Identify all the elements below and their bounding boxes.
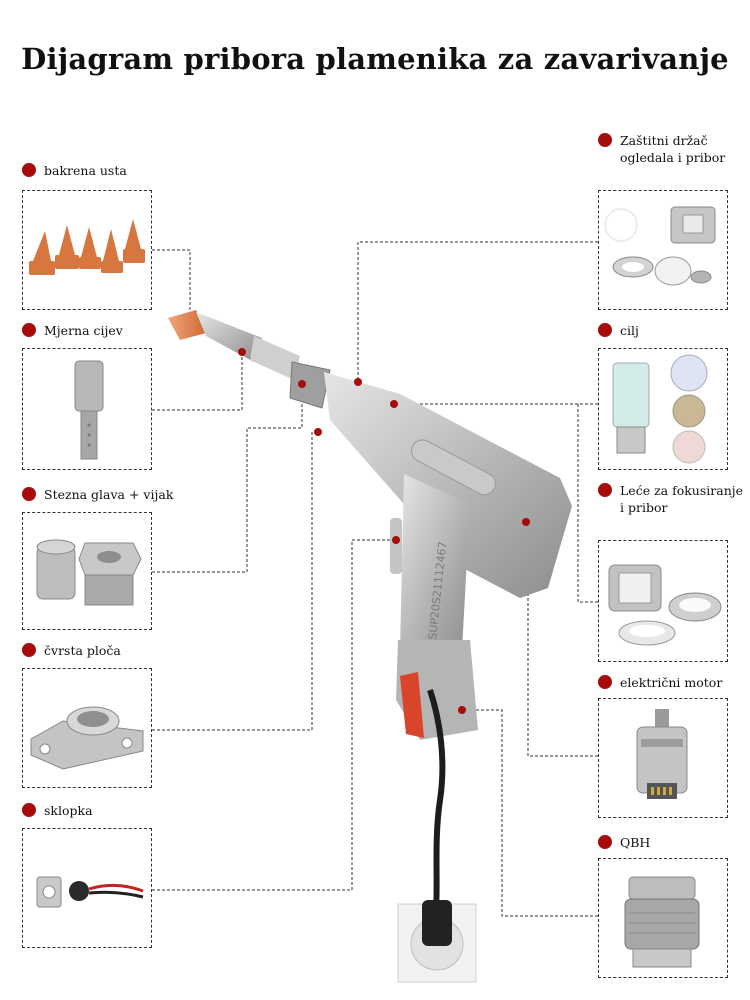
part-label-qbh: QBH — [598, 834, 650, 851]
bullet-icon — [598, 483, 612, 497]
part-image-collet-screw — [22, 512, 152, 630]
bullet-icon — [22, 487, 36, 501]
bullet-icon — [22, 323, 36, 337]
bullet-icon — [598, 133, 612, 147]
part-image-qbh-connector — [598, 858, 728, 978]
welding-torch-image: SUP20S21112467 — [168, 310, 572, 983]
part-label-text: cilj — [620, 323, 639, 338]
bullet-icon — [22, 163, 36, 177]
part-label-sklopka: sklopka — [22, 802, 93, 819]
part-image-mirror-holder — [598, 190, 728, 310]
bullet-icon — [598, 323, 612, 337]
part-image-measuring-tube — [22, 348, 152, 470]
part-label-text: Zaštitni držač ogledala i pribor — [620, 133, 726, 165]
part-label-zastitni-drzac: Zaštitni držač ogledala i pribor — [598, 132, 748, 166]
part-label-text: Leće za fokusiranje i pribor — [620, 483, 744, 515]
part-label-bakrena-usta: bakrena usta — [22, 162, 127, 179]
part-label-leca: Leće za fokusiranje i pribor — [598, 482, 748, 516]
part-image-switch — [22, 828, 152, 948]
bullet-icon — [22, 643, 36, 657]
bullet-icon — [22, 803, 36, 817]
bullet-icon — [598, 835, 612, 849]
part-label-text: električni motor — [620, 675, 723, 690]
part-label-text: QBH — [620, 835, 651, 850]
part-image-copper-nozzles — [22, 190, 152, 310]
part-image-target-lens — [598, 348, 728, 470]
part-label-elektricni-motor: električni motor — [598, 674, 722, 691]
part-label-text: Stezna glava + vijak — [44, 487, 174, 502]
diagram-title: Dijagram pribora plamenika za zavarivanj… — [21, 42, 729, 76]
part-label-text: bakrena usta — [44, 163, 127, 178]
part-image-electric-motor — [598, 698, 728, 818]
part-label-cvrsta-ploca: čvrsta ploča — [22, 642, 121, 659]
part-label-text: Mjerna cijev — [44, 323, 123, 338]
part-label-text: čvrsta ploča — [44, 643, 121, 658]
part-image-solid-plate — [22, 668, 152, 788]
part-label-cilj: cilj — [598, 322, 639, 339]
part-label-mjerna-cijev: Mjerna cijev — [22, 322, 123, 339]
bullet-icon — [598, 675, 612, 689]
part-image-focus-lens — [598, 540, 728, 662]
part-label-text: sklopka — [44, 803, 93, 818]
part-label-stezna-glava: Stezna glava + vijak — [22, 486, 173, 503]
